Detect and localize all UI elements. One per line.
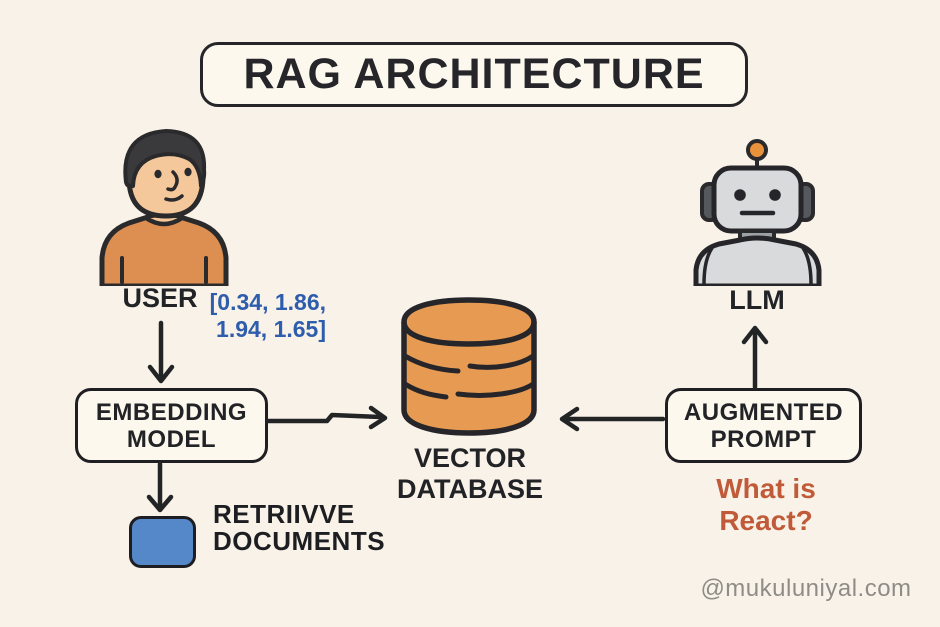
embedding-vector-line2: 1.94, 1.65] xyxy=(216,316,326,342)
embedding-model-box: EMBEDDING MODEL xyxy=(75,388,268,463)
arrow-embedding-model-to-retrieved-documents xyxy=(146,461,174,513)
augmented-prompt-box: AUGMENTED PROMPT xyxy=(665,388,862,463)
vector-database-label-line1: VECTOR xyxy=(413,443,527,473)
arrow-augmented-prompt-to-llm xyxy=(741,325,769,390)
augmented-prompt-label-line2: PROMPT xyxy=(710,425,817,453)
diagram-title-box: RAG ARCHITECTURE xyxy=(200,42,748,107)
embedding-vector-values: [0.34, 1.86, 1.94, 1.65] xyxy=(198,289,326,343)
user-label: USER xyxy=(122,283,198,313)
retrieve-documents-label-line2: DOCUMENTS xyxy=(213,526,386,556)
robot-icon xyxy=(690,136,825,286)
watermark-text: @mukuluniyal.com xyxy=(700,575,912,602)
retrieve-documents-label-line1: RETRIIVVE xyxy=(213,499,355,529)
arrow-user-to-embedding-model xyxy=(147,320,175,384)
database-cylinder-icon xyxy=(394,294,544,439)
arrow-augmented-prompt-to-vector-database xyxy=(559,406,666,432)
diagram-title: RAG ARCHITECTURE xyxy=(243,50,705,98)
document-chunk-icon xyxy=(129,516,196,568)
retrieve-documents-label: RETRIIVVE DOCUMENTS xyxy=(213,501,393,555)
user-query-text: What is React? xyxy=(716,473,816,536)
vector-database-label: VECTOR DATABASE xyxy=(390,443,550,505)
arrow-embedding-model-to-vector-database xyxy=(265,405,388,430)
llm-label: LLM xyxy=(729,285,785,315)
embedding-vector-line1: [0.34, 1.86, xyxy=(209,289,326,315)
embedding-model-label-line1: EMBEDDING xyxy=(95,398,248,426)
augmented-prompt-label-line1: AUGMENTED xyxy=(683,398,844,426)
person-icon xyxy=(96,126,232,286)
embedding-model-label-line2: MODEL xyxy=(126,425,217,453)
vector-database-label-line2: DATABASE xyxy=(397,474,543,504)
